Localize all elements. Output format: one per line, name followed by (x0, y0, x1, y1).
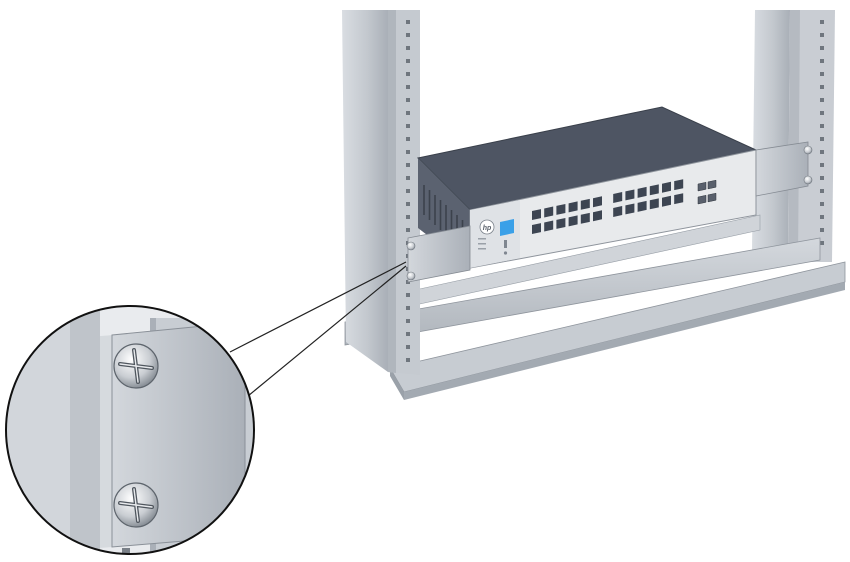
ethernet-port (662, 195, 671, 207)
rack-hole (406, 59, 410, 63)
rack-hole (820, 176, 824, 180)
rack-hole (820, 124, 824, 128)
rack-hole (820, 228, 824, 232)
rack-hole (406, 189, 410, 193)
ethernet-port (580, 198, 590, 210)
rack-hole (406, 137, 410, 141)
ethernet-port (532, 209, 541, 220)
network-switch-icon: hp (416, 106, 758, 269)
zoom-callout-icon (5, 305, 255, 555)
screw-icon (113, 343, 159, 389)
ethernet-port (544, 206, 554, 218)
status-leds (478, 238, 508, 255)
rack-hole (820, 111, 824, 115)
brand-logo: hp (483, 225, 492, 232)
rack-hole (406, 163, 410, 167)
ethernet-port (625, 203, 635, 215)
ethernet-port (625, 189, 635, 201)
rack-hole (820, 202, 824, 206)
ethernet-port (674, 179, 684, 191)
rack-hole (406, 215, 410, 219)
rack-hole (820, 85, 824, 89)
rack-hole (820, 189, 824, 193)
sfp-port (707, 179, 717, 190)
ethernet-port (674, 193, 684, 205)
rack-hole (820, 59, 824, 63)
screw-icon (406, 145, 813, 281)
side-vents (423, 185, 464, 250)
support-rails (344, 214, 846, 400)
rack-hole (406, 319, 410, 323)
hp-logo-icon (479, 219, 495, 235)
ethernet-port (568, 201, 578, 213)
rack-hole (406, 176, 410, 180)
rack-hole (820, 46, 824, 50)
ethernet-port (613, 192, 623, 203)
rack-hole (820, 163, 824, 167)
ethernet-ports (532, 179, 684, 234)
rack-hole (406, 46, 410, 50)
rack-hole (406, 358, 410, 362)
rack-hole (820, 72, 824, 76)
mounting-bracket-icon (407, 141, 809, 283)
ethernet-port (556, 217, 566, 229)
rack-hole (406, 85, 410, 89)
ethernet-port (649, 184, 659, 196)
rack-hole (406, 111, 410, 115)
sfp-ports (697, 179, 717, 205)
callout-leader-lines (229, 261, 407, 397)
rack-post-left (330, 0, 430, 375)
ethernet-port (556, 203, 566, 215)
ethernet-port (637, 186, 647, 198)
ethernet-port (649, 198, 659, 210)
sfp-port (697, 181, 707, 192)
ethernet-port (593, 196, 602, 208)
rack-hole (406, 332, 410, 336)
ethernet-port (662, 181, 671, 193)
rack-hole (820, 215, 824, 219)
rack-hole (820, 98, 824, 102)
ethernet-port (532, 223, 541, 234)
rack-hole (406, 306, 410, 310)
sfp-port (697, 194, 707, 205)
rack-hole (406, 228, 410, 232)
rack-hole (406, 72, 410, 76)
ethernet-port (568, 215, 578, 227)
ethernet-port (637, 200, 647, 212)
ethernet-port (544, 220, 554, 232)
rack-hole (406, 150, 410, 154)
rack-hole (820, 150, 824, 154)
screw-icon (113, 482, 159, 528)
ethernet-port (580, 212, 590, 224)
rack-hole (406, 202, 410, 206)
rack-hole (406, 293, 410, 297)
ethernet-port (613, 206, 623, 217)
sfp-port (707, 192, 717, 203)
rack-hole (406, 345, 410, 349)
status-display (500, 219, 514, 236)
ethernet-port (593, 210, 602, 222)
rack-hole (820, 241, 824, 245)
rack-hole (406, 124, 410, 128)
rack-hole (820, 137, 824, 141)
rack-hole (406, 98, 410, 102)
